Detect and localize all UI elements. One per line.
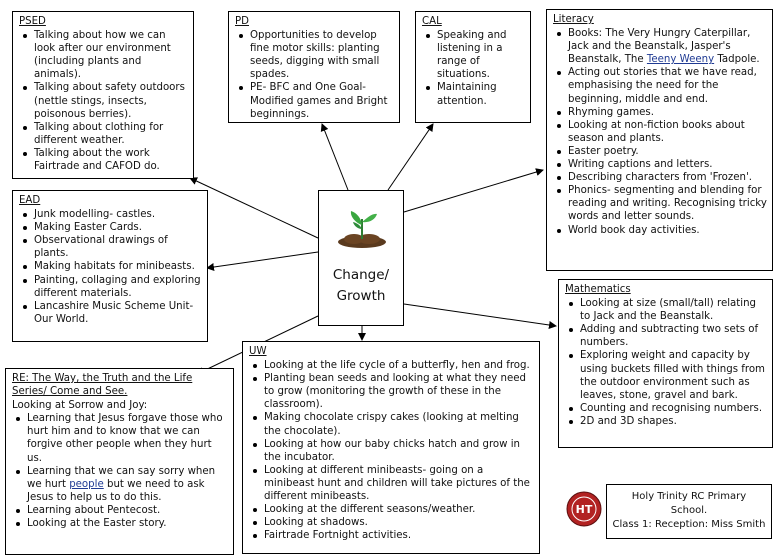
- list-item: Counting and recognising numbers.: [569, 402, 767, 415]
- uw-title: UW: [249, 346, 267, 357]
- arrow-pd: [320, 123, 349, 191]
- list-item: Looking at the Easter story.: [16, 517, 228, 530]
- center-title-line1: Change/: [332, 267, 390, 283]
- re-list: Learning that Jesus forgave those who hu…: [12, 412, 228, 530]
- list-item: Adding and subtracting two sets of numbe…: [569, 323, 767, 349]
- list-item: Acting out stories that we have read, em…: [557, 66, 767, 105]
- list-item: Making chocolate crispy cakes (looking a…: [253, 411, 534, 437]
- list-item: Opportunities to develop fine motor skil…: [239, 29, 394, 81]
- uw-box: UW Looking at the life cycle of a butter…: [242, 341, 540, 554]
- maths-title: Mathematics: [565, 284, 631, 295]
- arrow-cal: [387, 123, 434, 191]
- ead-box: EAD Junk modelling- castles. Making East…: [12, 190, 208, 342]
- re-sorry-text-end: but we need to ask Jesus to help us to d…: [27, 478, 205, 503]
- ead-list: Junk modelling- castles. Making Easter C…: [19, 208, 202, 326]
- list-item: Looking at shadows.: [253, 516, 534, 529]
- cal-list: Speaking and listening in a range of sit…: [422, 29, 525, 108]
- cal-box: CAL Speaking and listening in a range of…: [415, 11, 531, 123]
- psed-list: Talking about how we can look after our …: [19, 29, 188, 173]
- list-item: Looking at the life cycle of a butterfly…: [253, 359, 534, 372]
- arrow-ead: [206, 251, 319, 271]
- literacy-books-text-end: Tadpole.: [714, 54, 760, 66]
- list-item: Writing captions and letters.: [557, 158, 767, 171]
- list-item: World book day activities.: [557, 224, 767, 237]
- list-item: Painting, collaging and exploring differ…: [23, 274, 201, 299]
- re-title: RE: The Way, the Truth and the Life Seri…: [12, 373, 193, 398]
- pd-list: Opportunities to develop fine motor skil…: [235, 29, 394, 121]
- seedling-icon: [338, 211, 386, 248]
- list-item: Exploring weight and capacity by using b…: [569, 350, 765, 401]
- list-item: Looking at different minibeasts- going o…: [253, 464, 534, 503]
- pd-box: PD Opportunities to develop fine motor s…: [228, 11, 400, 123]
- maths-box: Mathematics Looking at size (small/tall)…: [558, 279, 773, 448]
- school-name-line1: Holy Trinity RC Primary: [631, 491, 747, 502]
- list-item: Talking about how we can look after our …: [23, 29, 188, 81]
- list-item: Speaking and listening in a range of sit…: [426, 29, 525, 81]
- literacy-list: Books: The Very Hungry Caterpillar, Jack…: [553, 27, 767, 237]
- maths-list: Looking at size (small/tall) relating to…: [565, 297, 767, 428]
- psed-box: PSED Talking about how we can look after…: [12, 11, 194, 179]
- list-item: Learning that we can say sorry when we h…: [16, 465, 228, 504]
- list-item: PE- BFC and One Goal- Modified games and…: [239, 81, 394, 120]
- list-item: Easter poetry.: [557, 145, 767, 158]
- class-info: Class 1: Reception: Miss Smith: [612, 519, 766, 530]
- school-logo-text: HT: [576, 503, 593, 516]
- arrow-psed: [189, 177, 319, 239]
- list-item: Describing characters from 'Frozen'.: [557, 171, 767, 184]
- center-title-line2: Growth: [336, 288, 386, 304]
- list-item: Making Easter Cards.: [23, 221, 202, 234]
- arrow-maths: [403, 303, 557, 329]
- list-item: Talking about the work Fairtrade and CAF…: [23, 147, 188, 173]
- teeny-weeny-link[interactable]: Teeny Weeny: [646, 54, 715, 66]
- list-item: Rhyming games.: [557, 106, 767, 119]
- school-info-box: Holy Trinity RC Primary School. Class 1:…: [606, 484, 772, 539]
- people-link[interactable]: people: [69, 478, 104, 490]
- list-item: Looking at size (small/tall) relating to…: [569, 297, 767, 323]
- center-topic-box: Change/ Growth: [318, 190, 404, 326]
- literacy-books-text: Books: The Very Hungry Caterpillar, Jack…: [568, 28, 751, 66]
- literacy-box: Literacy Books: The Very Hungry Caterpil…: [546, 9, 773, 271]
- list-item: Planting bean seeds and looking at what …: [253, 372, 534, 411]
- list-item: Looking at non-fiction books about seaso…: [557, 119, 767, 145]
- re-intro: Looking at Sorrow and Joy:: [12, 400, 148, 412]
- list-item: Learning that Jesus forgave those who hu…: [16, 412, 228, 464]
- list-item: Observational drawings of plants.: [23, 234, 202, 260]
- uw-list: Looking at the life cycle of a butterfly…: [249, 359, 534, 542]
- psed-title: PSED: [19, 16, 46, 27]
- list-item: Looking at the different seasons/weather…: [253, 503, 534, 516]
- ead-title: EAD: [19, 195, 41, 206]
- list-item: Learning about Pentecost.: [16, 504, 228, 517]
- school-name-line2: School.: [670, 505, 708, 516]
- pd-title: PD: [235, 16, 249, 27]
- list-item: Looking at how our baby chicks hatch and…: [253, 438, 534, 464]
- re-sorry-text: Learning that we can say sorry when we h…: [27, 465, 216, 490]
- list-item: Phonics- segmenting and blending for rea…: [557, 185, 767, 223]
- literacy-title: Literacy: [553, 14, 594, 25]
- re-box: RE: The Way, the Truth and the Life Seri…: [5, 368, 234, 555]
- school-logo-icon: HT: [566, 491, 602, 527]
- list-item: Books: The Very Hungry Caterpillar, Jack…: [557, 27, 767, 66]
- list-item: Talking about clothing for different wea…: [23, 121, 188, 147]
- list-item: Making habitats for minibeasts.: [23, 260, 202, 273]
- list-item: Fairtrade Fortnight activities.: [253, 529, 534, 542]
- arrow-literacy: [403, 168, 544, 213]
- list-item: Maintaining attention.: [426, 81, 525, 107]
- list-item: Talking about safety outdoors (nettle st…: [23, 81, 188, 120]
- list-item: Lancashire Music Scheme Unit- Our World.: [23, 300, 202, 326]
- list-item: Junk modelling- castles.: [23, 208, 202, 221]
- list-item: 2D and 3D shapes.: [569, 415, 767, 428]
- cal-title: CAL: [422, 16, 442, 27]
